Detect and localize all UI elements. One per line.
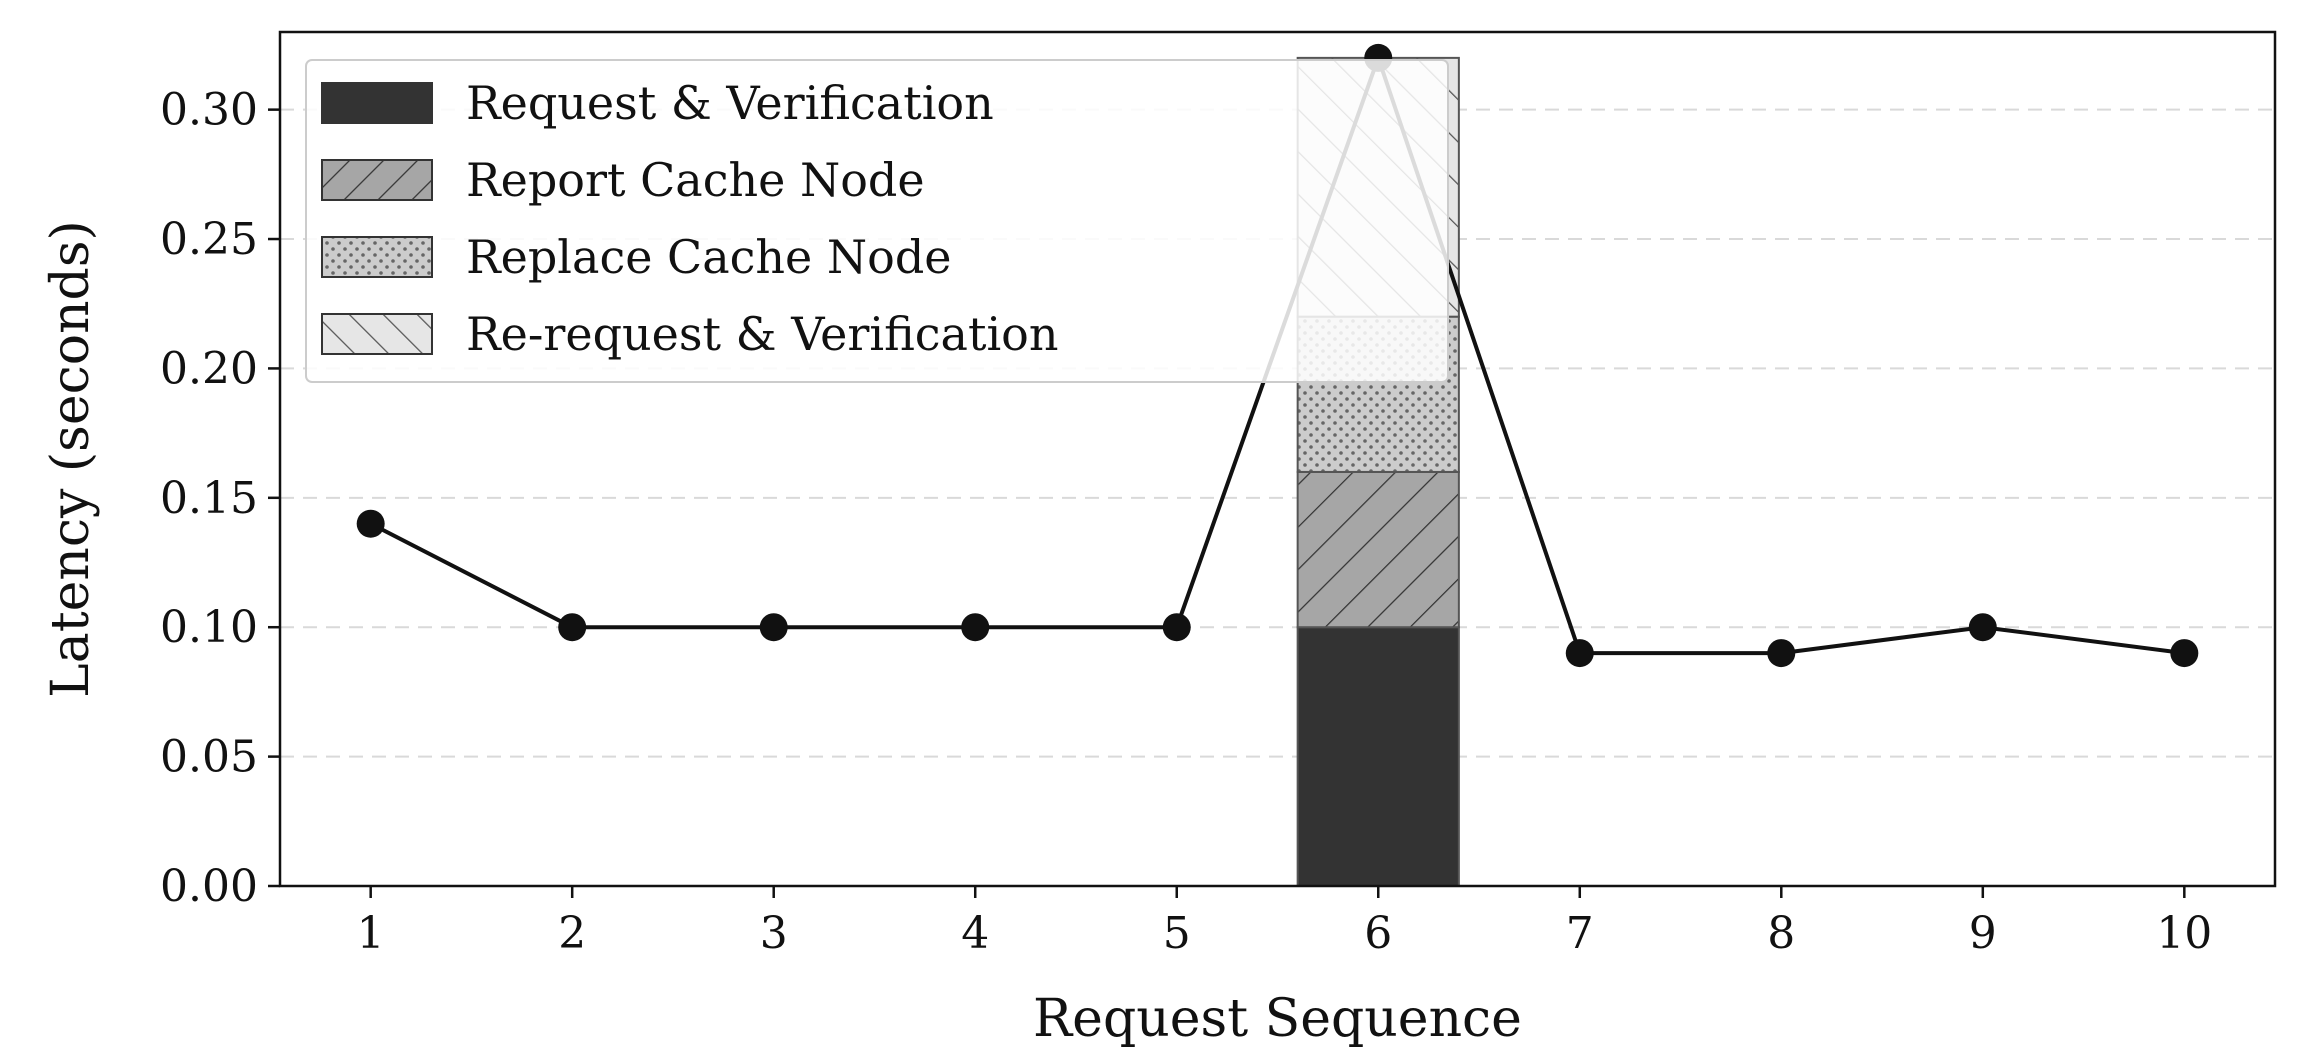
legend-swatch-hatch — [322, 237, 432, 277]
data-point — [1968, 613, 1997, 642]
y-axis-title: Latency (seconds) — [41, 220, 101, 698]
x-tick-label: 4 — [961, 908, 989, 959]
legend-label: Re-request & Verification — [466, 307, 1059, 361]
x-tick-label: 1 — [357, 908, 385, 959]
legend-box — [305, 59, 1449, 383]
data-point — [759, 613, 788, 642]
legend-swatch-outline — [321, 159, 433, 201]
legend-entry: Report Cache Node — [321, 153, 925, 207]
x-axis-ticks: 1 2 3 4 5 6 7 8 9 10 — [357, 886, 2212, 959]
x-tick-label: 6 — [1364, 908, 1392, 959]
x-tick-label: 9 — [1969, 908, 1997, 959]
y-tick-label: 0.10 — [160, 602, 258, 653]
bar-segment — [1296, 626, 1460, 887]
data-point — [961, 613, 990, 642]
y-tick-label: 0.05 — [160, 732, 258, 783]
bar-segment-hatch — [1297, 471, 1459, 628]
x-tick-label: 5 — [1163, 908, 1191, 959]
bar-segment — [1296, 470, 1460, 629]
y-tick-label: 0.25 — [160, 214, 258, 265]
x-axis-title: Request Sequence — [1033, 989, 1522, 1049]
data-point — [356, 509, 385, 538]
x-tick-label: 10 — [2156, 908, 2212, 959]
x-tick-label: 3 — [760, 908, 788, 959]
legend-label: Request & Verification — [466, 76, 994, 130]
data-point — [558, 613, 587, 642]
legend-swatch-outline — [321, 313, 433, 355]
legend-swatch-outline — [321, 82, 433, 124]
x-tick-label: 7 — [1566, 908, 1594, 959]
data-point — [1162, 613, 1191, 642]
data-point — [1767, 639, 1796, 668]
y-tick-label: 0.00 — [160, 861, 258, 912]
legend-swatch — [322, 83, 432, 123]
y-tick-label: 0.20 — [160, 343, 258, 394]
x-tick-label: 8 — [1767, 908, 1795, 959]
y-tick-label: 0.15 — [160, 473, 258, 524]
x-tick-label: 2 — [558, 908, 586, 959]
legend-label: Report Cache Node — [466, 153, 925, 207]
legend-entry: Request & Verification — [321, 76, 994, 130]
legend-swatch-hatch — [322, 160, 432, 200]
legend-swatch-outline — [321, 236, 433, 278]
legend-entry: Replace Cache Node — [321, 230, 952, 284]
axes-frame — [278, 30, 2277, 888]
legend-swatch-hatch — [322, 314, 432, 354]
legend-label: Replace Cache Node — [466, 230, 952, 284]
data-point — [2170, 639, 2199, 668]
bar-segment-fill — [1297, 627, 1459, 886]
y-axis-ticks: 0.00 0.05 0.10 0.15 0.20 0.25 0.30 — [160, 85, 280, 912]
data-point — [1565, 639, 1594, 668]
y-tick-label: 0.30 — [160, 85, 258, 136]
legend-entry: Re-request & Verification — [321, 307, 1059, 361]
